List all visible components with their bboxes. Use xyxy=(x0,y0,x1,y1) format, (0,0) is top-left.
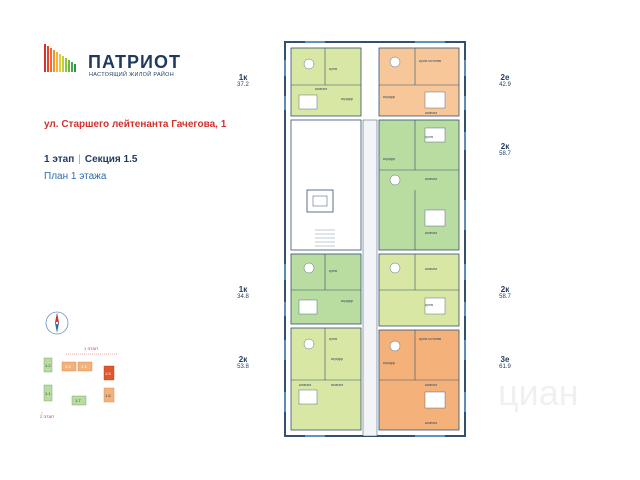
room-label: комната xyxy=(425,231,437,235)
room-label: кухня xyxy=(329,67,337,71)
room-label: коридор xyxy=(383,361,395,365)
room-label: кухня xyxy=(425,303,433,307)
apartment-badge: 1к 34.8 xyxy=(228,285,258,300)
room-label: комната xyxy=(425,177,437,181)
apartment-area: 58.7 xyxy=(499,294,511,300)
brand-tagline: НАСТОЯЩИЙ ЖИЛОЙ РАЙОН xyxy=(89,72,175,78)
apartment-badge: 2к 53.8 xyxy=(228,355,258,370)
apartment-badge: 1к 37.2 xyxy=(228,73,258,88)
apartment-rooms: 2к xyxy=(500,285,510,294)
stage-line: 1 этап|Секция 1.5 xyxy=(44,154,137,165)
stage-section: Секция 1.5 xyxy=(84,154,138,165)
room-label: комната xyxy=(425,383,437,387)
room-label: комната xyxy=(331,383,343,387)
room-label: коридор xyxy=(383,157,395,161)
apartment-area: 37.2 xyxy=(237,82,249,88)
apartment-rooms: 2е xyxy=(500,73,510,82)
apartment-rooms: 3е xyxy=(500,355,510,364)
compass-icon xyxy=(45,311,69,335)
room-label: комната xyxy=(425,421,437,425)
stairwell-area xyxy=(290,119,362,251)
brand-name: ПАТРИОТ xyxy=(88,52,181,72)
room-label: коридор xyxy=(341,299,353,303)
keymap-section: 1.5 xyxy=(105,371,111,376)
watermark: циан xyxy=(498,372,579,413)
logo-icon xyxy=(44,44,76,72)
address: ул. Старшего лейтенанта Гачегова, 1 xyxy=(44,119,227,130)
apartment-area: 58.7 xyxy=(499,151,511,157)
keymap-section: 1.7 xyxy=(75,398,81,403)
plan-title: План 1 этажа xyxy=(44,171,107,182)
stage-floor: 1 этап xyxy=(44,154,75,165)
room-label: комната xyxy=(425,267,437,271)
room-label: кухня xyxy=(425,135,433,139)
apartment-badge: 3е 61.9 xyxy=(490,355,520,370)
apartment-rooms: 2к xyxy=(238,355,248,364)
apartment-area: 34.8 xyxy=(237,294,249,300)
room-label: кухня-гостиная xyxy=(419,59,441,63)
apartment-badge: 2к 58.7 xyxy=(490,285,520,300)
keymap-stage1: 1 ЭТАП xyxy=(84,346,98,351)
room-label: кухня xyxy=(329,337,337,341)
room-label: кухня-гостиная xyxy=(419,337,441,341)
stage-separator: | xyxy=(78,154,81,165)
keymap-section: 1.3 xyxy=(65,364,71,369)
apartment-area: 42.9 xyxy=(499,82,511,88)
apartment-rooms: 2к xyxy=(500,142,510,151)
corridor xyxy=(362,119,378,437)
apartment-2k-bottom[interactable] xyxy=(290,327,362,431)
staircase xyxy=(315,229,335,247)
room-label: комната xyxy=(315,87,327,91)
section-key-map: 1 ЭТАП 1.2 1.3 1.4 1.5 1.1 1.7 1.6 2 ЭТА… xyxy=(40,346,118,419)
keymap-stage2: 2 ЭТАП xyxy=(40,414,54,419)
apartment-2k-upper[interactable] xyxy=(378,119,460,251)
apartment-area: 61.9 xyxy=(499,364,511,370)
apartment-rooms: 1к xyxy=(238,73,248,82)
elevator-shaft xyxy=(306,189,334,213)
keymap-section: 1.6 xyxy=(105,393,111,398)
room-label: комната xyxy=(425,111,437,115)
apartment-badge: 2к 58.7 xyxy=(490,142,520,157)
keymap-section: 1.2 xyxy=(45,363,51,368)
room-label: коридор xyxy=(331,357,343,361)
room-label: кухня xyxy=(329,269,337,273)
keymap-section: 1.1 xyxy=(45,391,51,396)
apartment-rooms: 1к xyxy=(238,285,248,294)
apartment-badge: 2е 42.9 xyxy=(490,73,520,88)
apartment-area: 53.8 xyxy=(237,364,249,370)
keymap-section: 1.4 xyxy=(81,364,87,369)
room-label: комната xyxy=(299,383,311,387)
floor-plan: кухня комната коридор кухня-гостиная кор… xyxy=(284,41,466,437)
room-label: коридор xyxy=(341,97,353,101)
room-label: коридор xyxy=(383,95,395,99)
